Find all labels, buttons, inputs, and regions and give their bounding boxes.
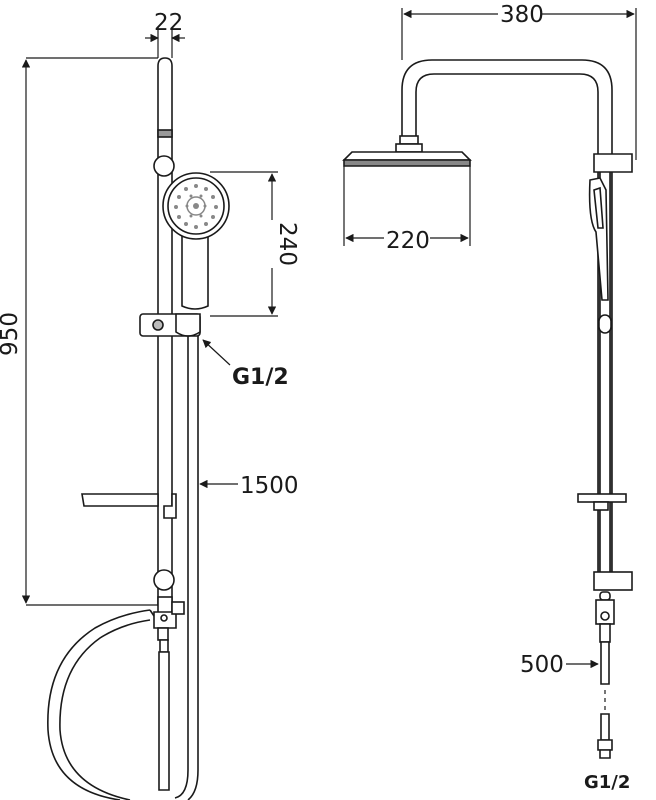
dim-rail-diameter: 22: [154, 10, 183, 36]
left-dimensions: [21, 28, 278, 606]
hand-shower: [162, 172, 230, 310]
right-bottom-connector: [597, 713, 613, 759]
right-view-overhead-column: [342, 59, 633, 759]
soap-shelf: [81, 493, 177, 519]
dim-total-height: 950: [0, 312, 23, 356]
label-connection-left: G1/2: [232, 365, 289, 390]
diverter-valve: [153, 596, 185, 653]
left-view-shower-column: [47, 57, 230, 800]
rail-top-knob: [153, 155, 175, 177]
right-hand-shower: [588, 177, 609, 301]
rain-shower-head: [342, 151, 472, 167]
dim-hand-shower-length: 240: [274, 222, 300, 266]
dim-lower-hose-length: 500: [520, 652, 564, 678]
dim-hose-length: 1500: [240, 473, 299, 499]
right-diverter-valve: [595, 591, 615, 643]
dim-rain-head-width: 220: [386, 228, 430, 254]
label-connection-right: G1/2: [584, 772, 630, 793]
right-shelf: [577, 493, 627, 511]
lower-connection-pipe: [158, 651, 170, 791]
right-lower-hose: [600, 641, 610, 685]
shower-hose: [174, 336, 189, 799]
nozzle-pattern-icon: [174, 184, 218, 229]
dim-overhead-width: 380: [500, 2, 544, 28]
right-dimensions: [343, 8, 637, 712]
upper-bracket: [593, 153, 633, 173]
hose-loop: [47, 609, 151, 800]
hand-shower-holder: [139, 313, 201, 337]
rail-bottom-knob: [153, 569, 175, 591]
rail-marker: [157, 129, 173, 138]
overhead-arm: [401, 59, 613, 160]
lower-bracket: [593, 571, 633, 591]
